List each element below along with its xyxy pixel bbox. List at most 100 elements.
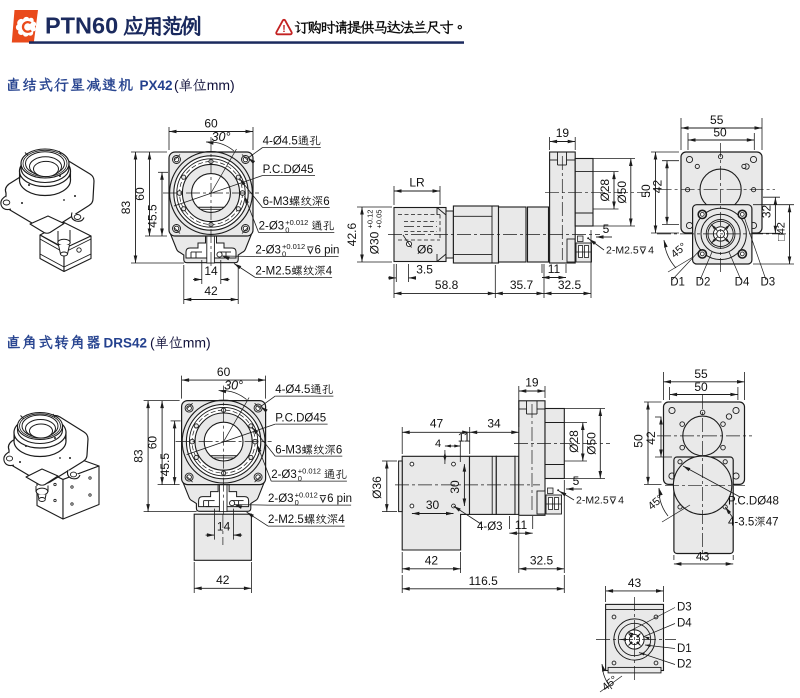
svg-text:47: 47 [766, 517, 779, 529]
svg-text:(: ( [174, 77, 179, 93]
svg-text:2-M2.5: 2-M2.5 [606, 245, 639, 257]
svg-text:4: 4 [648, 245, 654, 257]
svg-text:47: 47 [430, 417, 444, 431]
svg-text:2-Ø3: 2-Ø3 [255, 245, 281, 257]
svg-text:Ø36: Ø36 [370, 476, 384, 499]
svg-text:4-Ø4.5: 4-Ø4.5 [263, 136, 298, 148]
svg-text:45°: 45° [646, 493, 666, 513]
svg-text:42: 42 [216, 573, 230, 587]
svg-text:Ø6: Ø6 [417, 243, 433, 257]
svg-text:30°: 30° [212, 130, 231, 144]
svg-text:D2: D2 [696, 277, 711, 289]
svg-text:6: 6 [336, 445, 342, 457]
svg-text:19: 19 [525, 376, 539, 390]
svg-text:30: 30 [426, 498, 440, 512]
svg-text:30: 30 [448, 480, 462, 494]
svg-text:D3: D3 [760, 277, 775, 289]
svg-text:Ø28: Ø28 [598, 179, 612, 202]
svg-text:34: 34 [487, 417, 501, 431]
svg-text:Ø50: Ø50 [584, 432, 598, 455]
svg-text:6-M3: 6-M3 [275, 445, 301, 457]
svg-text:6 pin: 6 pin [315, 245, 340, 257]
svg-text:D4: D4 [677, 617, 692, 629]
svg-text:0: 0 [285, 226, 289, 235]
svg-text:11: 11 [458, 431, 471, 445]
svg-text:55: 55 [710, 113, 724, 127]
svg-text:3.5: 3.5 [416, 263, 433, 277]
svg-text:2-Ø3: 2-Ø3 [268, 493, 294, 505]
svg-text:D1: D1 [677, 643, 692, 655]
svg-text:42: 42 [425, 554, 439, 568]
svg-text:42: 42 [204, 284, 218, 298]
svg-text:Ø50: Ø50 [615, 181, 629, 204]
svg-text:2-Ø3: 2-Ø3 [271, 469, 297, 481]
svg-text:PX42: PX42 [140, 78, 173, 93]
svg-text:45°: 45° [600, 674, 620, 694]
svg-text:11: 11 [548, 262, 561, 276]
svg-text:□42: □42 [776, 222, 788, 241]
svg-text:55: 55 [694, 367, 708, 381]
svg-text:4: 4 [326, 266, 333, 278]
svg-text:32.5: 32.5 [558, 278, 582, 292]
svg-text:+0.012: +0.012 [298, 467, 321, 476]
svg-text:4-Ø3: 4-Ø3 [477, 521, 503, 533]
svg-text:50: 50 [694, 380, 708, 394]
svg-text:116.5: 116.5 [469, 574, 498, 588]
svg-text:6: 6 [323, 196, 329, 208]
svg-text:D4: D4 [735, 277, 750, 289]
svg-text:43: 43 [628, 576, 642, 590]
svg-text:0: 0 [282, 250, 286, 259]
svg-text:4: 4 [338, 514, 345, 526]
svg-text:14: 14 [204, 264, 218, 278]
svg-text:60: 60 [146, 436, 160, 450]
svg-text:43: 43 [696, 550, 710, 564]
svg-text:19: 19 [556, 126, 570, 140]
svg-text:2-M2.5: 2-M2.5 [576, 495, 609, 507]
svg-text:PTN60: PTN60 [45, 13, 118, 39]
svg-text:LR: LR [409, 176, 425, 190]
svg-text:(: ( [150, 335, 155, 351]
svg-text:P.C.DØ48: P.C.DØ48 [728, 496, 779, 508]
svg-text:50: 50 [632, 434, 646, 448]
svg-text:60: 60 [133, 187, 147, 201]
svg-text:P.C.DØ45: P.C.DØ45 [263, 164, 314, 176]
svg-text:50: 50 [639, 184, 653, 198]
svg-text:mm): mm) [183, 335, 211, 351]
svg-text:42: 42 [651, 180, 665, 194]
svg-text:D3: D3 [677, 602, 692, 614]
svg-text:+0.012: +0.012 [295, 491, 318, 500]
svg-text:42: 42 [644, 431, 658, 445]
svg-text:2-M2.5: 2-M2.5 [268, 514, 304, 526]
svg-text:0: 0 [295, 498, 299, 507]
svg-text:DRS42: DRS42 [104, 336, 148, 351]
svg-text:45.5: 45.5 [146, 204, 160, 228]
svg-text:4-Ø4.5: 4-Ø4.5 [275, 384, 310, 396]
svg-text:Ø28: Ø28 [567, 430, 581, 453]
svg-text:P.C.DØ45: P.C.DØ45 [275, 413, 326, 425]
svg-text:6-M3: 6-M3 [263, 196, 289, 208]
svg-text:2-M2.5: 2-M2.5 [255, 266, 291, 278]
svg-text:60: 60 [204, 117, 218, 131]
svg-text:45°: 45° [669, 241, 689, 261]
svg-text:83: 83 [119, 201, 133, 215]
svg-text:32: 32 [759, 205, 773, 219]
svg-text:32.5: 32.5 [530, 554, 554, 568]
svg-text:Ø30: Ø30 [368, 231, 382, 254]
svg-text:11: 11 [515, 518, 528, 532]
svg-text:35.7: 35.7 [510, 278, 534, 292]
svg-text:14: 14 [217, 520, 231, 534]
svg-text:4: 4 [435, 438, 441, 450]
svg-text:5: 5 [603, 222, 610, 236]
svg-text:4-3.5: 4-3.5 [728, 517, 754, 529]
svg-text:83: 83 [132, 449, 146, 463]
svg-text:2-Ø3: 2-Ø3 [259, 221, 285, 233]
svg-text:+0.012: +0.012 [285, 218, 308, 227]
svg-text:42.6: 42.6 [345, 222, 359, 246]
svg-text:0: 0 [298, 474, 302, 483]
svg-text:+0.12: +0.12 [366, 210, 375, 229]
svg-text:60: 60 [217, 365, 231, 379]
svg-text:D2: D2 [677, 659, 692, 671]
svg-text:D1: D1 [670, 277, 685, 289]
svg-text:!: ! [282, 23, 286, 35]
svg-text:58.8: 58.8 [435, 278, 459, 292]
